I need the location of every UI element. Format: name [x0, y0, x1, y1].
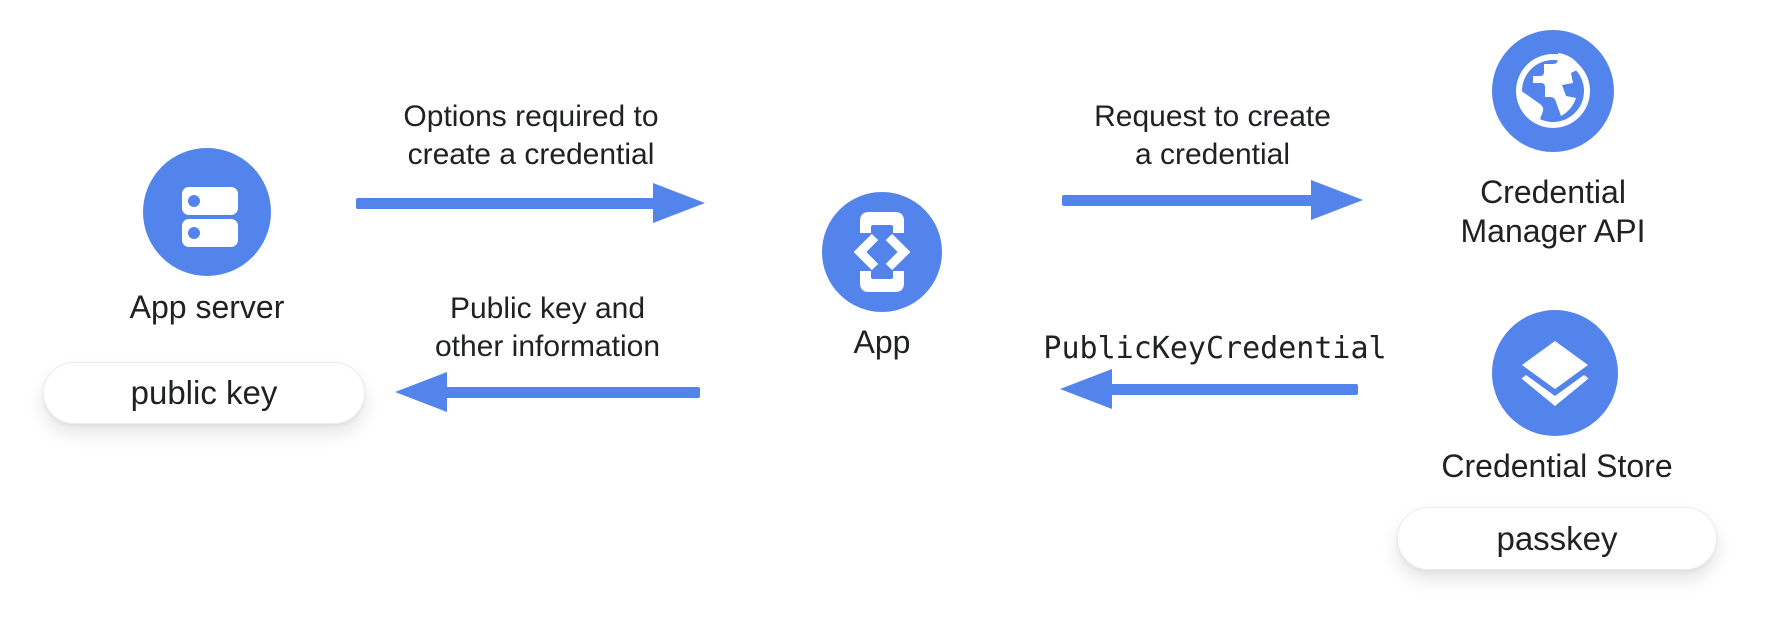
app-node	[822, 192, 942, 312]
app-server-label: App server	[129, 289, 285, 325]
arrow-shaft	[1062, 195, 1314, 206]
credential-manager-node	[1492, 30, 1614, 152]
arrow-shaft	[356, 198, 656, 209]
credential-store-node	[1492, 310, 1618, 436]
app-label: App	[853, 324, 911, 360]
app-server-node	[143, 148, 271, 276]
arrow-head	[653, 183, 705, 223]
arrow-publickeycredential-left	[1060, 369, 1358, 409]
arrow-shaft	[444, 387, 700, 398]
arrow-options-right	[356, 183, 705, 223]
flow-publickeycredential-label: PublicKeyCredential	[1043, 331, 1387, 366]
flow-options-label: Options required to create a credential	[403, 100, 659, 171]
credential-manager-label: Credential Manager API	[1460, 174, 1646, 249]
server-icon	[182, 187, 238, 247]
arrow-head	[395, 372, 447, 412]
arrow-head	[1311, 180, 1363, 220]
flow-request-label: Request to create a credential	[1094, 100, 1331, 171]
layers-icon	[1521, 341, 1589, 406]
globe-icon	[1516, 53, 1590, 128]
public-key-pill: public key	[43, 362, 365, 424]
arrow-head	[1060, 369, 1112, 409]
public-key-pill-label: public key	[130, 374, 278, 411]
passkey-pill: passkey	[1397, 507, 1717, 570]
arrow-publickey-info-left	[395, 372, 700, 412]
arrow-shaft	[1109, 384, 1358, 395]
developer-mode-phone-icon	[853, 212, 911, 292]
credential-store-label: Credential Store	[1441, 448, 1673, 484]
passkey-pill-label: passkey	[1496, 519, 1618, 557]
arrow-request-right	[1062, 180, 1363, 220]
flow-publickey-info-label: Public key and other information	[434, 292, 661, 363]
